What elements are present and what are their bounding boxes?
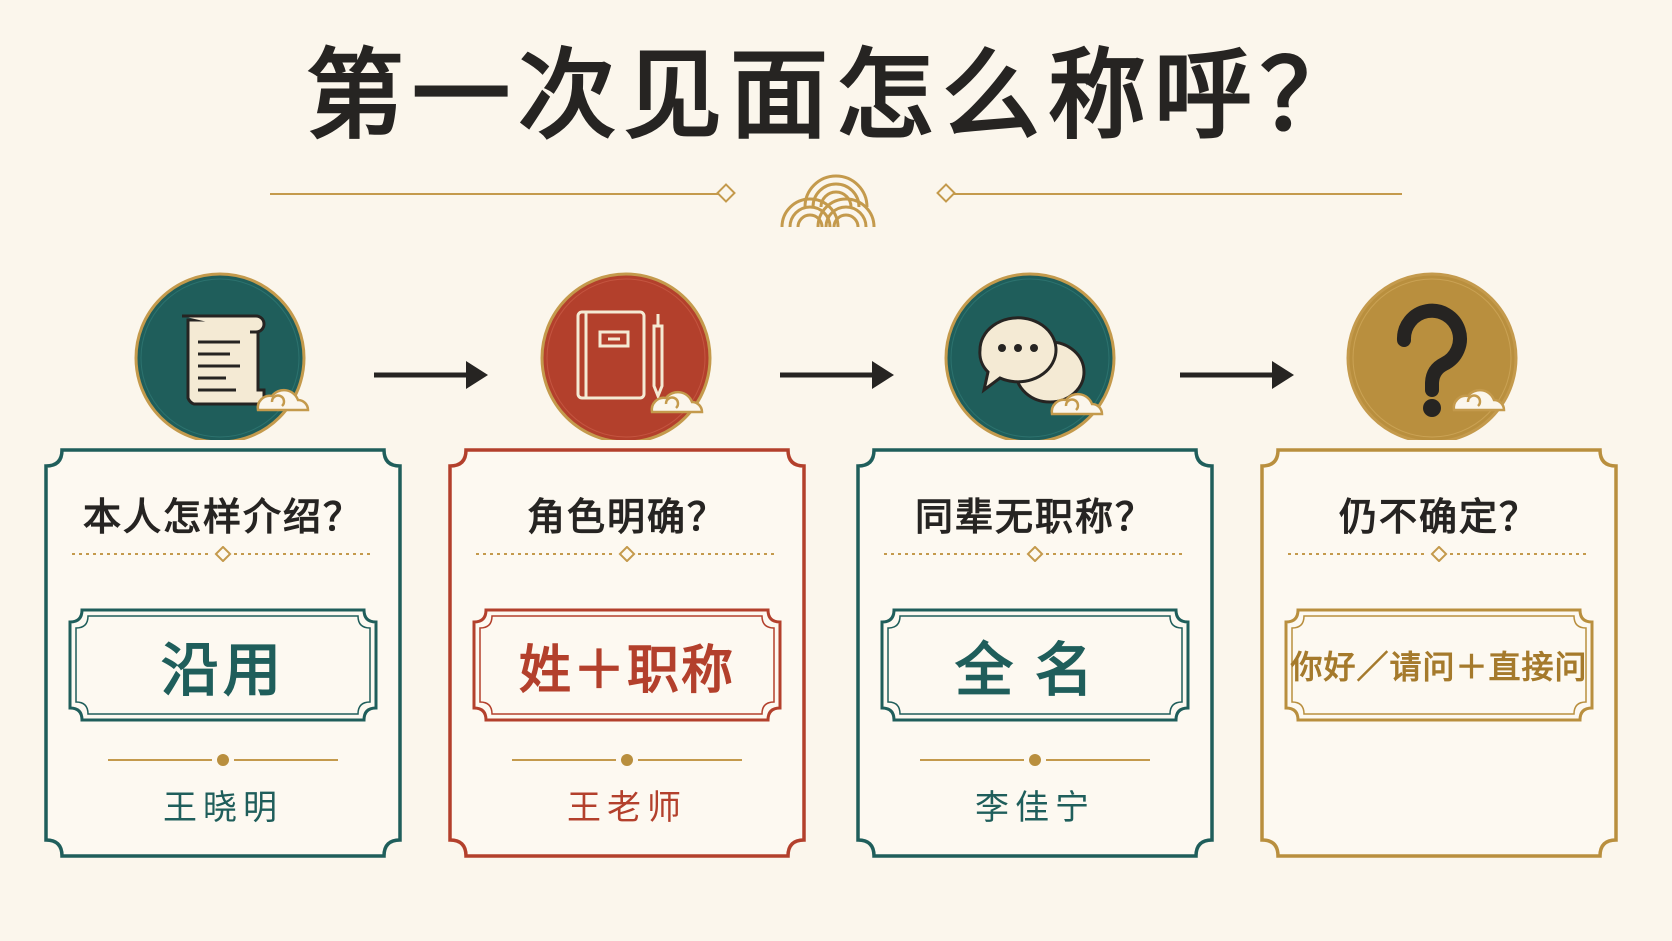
dot-divider [920,754,1150,766]
answer-frame [1284,608,1594,722]
dotted-divider [72,546,374,562]
card-question: 角色明确？ [526,494,727,539]
step-card-4: 仍不确定？ 你好／请问＋直接问 [1258,446,1620,860]
title-ornament [270,174,1402,228]
card-answer: 姓＋职称 [518,639,735,701]
step-card-3: 同辈无职称？ 全名 李佳宁 [854,446,1216,860]
card-question: 本人怎样介绍？ [82,494,363,539]
card-example: 李佳宁 [975,788,1095,828]
step-card-1: 本人怎样介绍？ 沿用 王晓明 [42,446,404,860]
card-example: 王老师 [567,788,687,828]
card-answer: 全名 [954,636,1115,704]
dotted-divider [1288,546,1590,562]
dotted-divider [884,546,1186,562]
speech-bubbles-icon [944,272,1116,440]
card-answer: 你好／请问＋直接问 [1290,648,1588,686]
step-card-2: 角色明确？ 姓＋职称 王老师 [446,446,808,860]
scroll-icon [134,272,310,440]
dot-divider [108,754,338,766]
flow-arrow-3 [1180,361,1294,389]
card-example: 王晓明 [163,788,283,828]
card-question: 仍不确定？ [1338,494,1539,539]
dotted-divider [476,546,778,562]
answer-frame [472,608,782,722]
question-mark-icon [1346,272,1518,440]
answer-frame [880,608,1190,722]
page-title: 第一次见面怎么称呼？ [305,38,1366,153]
answer-frame [68,608,378,722]
flow-arrow-1 [374,361,488,389]
card-question: 同辈无职称？ [914,494,1155,539]
wave-cloud-icon [780,174,876,228]
card-answer: 沿用 [160,636,285,704]
flow-arrow-2 [780,361,894,389]
dot-divider [512,754,742,766]
book-pen-icon [540,272,712,440]
